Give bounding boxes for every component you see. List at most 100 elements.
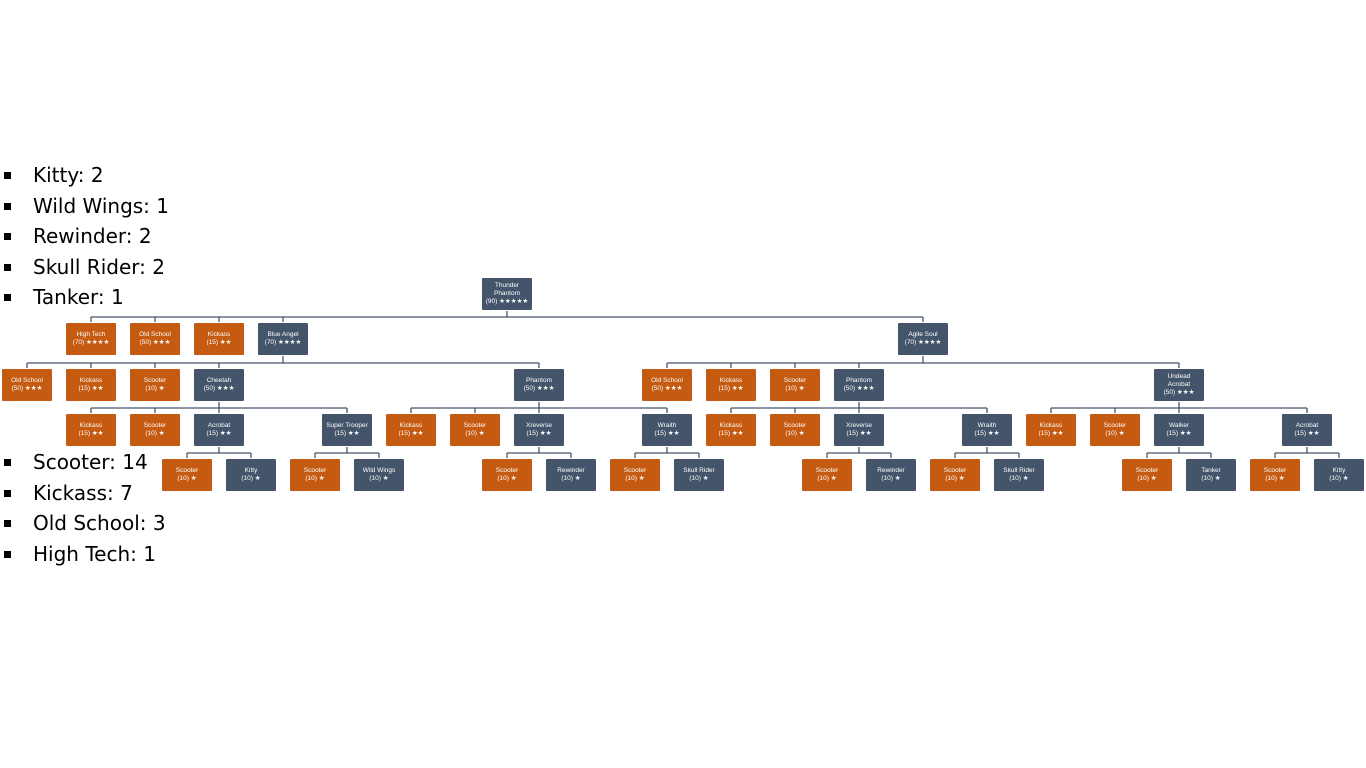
node-score-stars: (15) ★★	[206, 339, 232, 346]
node-name: Scooter	[495, 467, 519, 474]
node-name: Scooter	[463, 422, 487, 429]
node-name: Undead Acrobat	[1167, 373, 1191, 388]
node-score-stars: (50) ★★★	[139, 339, 171, 346]
node-score-stars: (10) ★	[1329, 475, 1349, 482]
node-score-stars: (10) ★	[689, 475, 709, 482]
node-score-stars: (15) ★★	[1166, 430, 1192, 437]
tree-node: Acrobat(15) ★★	[1281, 413, 1333, 447]
node-score-stars: (10) ★	[817, 475, 837, 482]
list-item: Tanker: 1	[0, 282, 169, 313]
node-name: Blue Angel	[267, 331, 299, 338]
node-score-stars: (90) ★★★★★	[485, 298, 529, 305]
list-item-label: Kickass: 7	[33, 480, 133, 505]
node-score-stars: (10) ★	[785, 430, 805, 437]
node-score-stars: (10) ★	[1265, 475, 1285, 482]
tree-node: Scooter(10) ★	[1121, 458, 1173, 492]
node-name: Kitty	[244, 467, 258, 474]
node-name: Acrobat	[207, 422, 231, 429]
bullet-icon	[4, 520, 11, 528]
node-score-stars: (10) ★	[625, 475, 645, 482]
node-score-stars: (15) ★★	[78, 430, 104, 437]
node-score-stars: (70) ★★★★	[264, 339, 302, 346]
node-score-stars: (10) ★	[945, 475, 965, 482]
list-item-label: Tanker: 1	[33, 285, 124, 310]
node-name: Kickass	[719, 377, 743, 384]
node-score-stars: (15) ★★	[974, 430, 1000, 437]
tree-node: Kickass(15) ★★	[193, 322, 245, 356]
node-name: Acrobat	[1295, 422, 1319, 429]
node-name: Skull Rider	[683, 467, 715, 474]
node-score-stars: (70) ★★★★	[72, 339, 110, 346]
node-score-stars: (15) ★★	[78, 385, 104, 392]
tree-node: Xreverse(15) ★★	[513, 413, 565, 447]
node-score-stars: (10) ★	[1105, 430, 1125, 437]
bullet-icon	[4, 202, 11, 210]
node-score-stars: (50) ★★★	[203, 385, 235, 392]
list-item-label: Rewinder: 2	[33, 224, 152, 249]
list-item: Rewinder: 2	[0, 221, 169, 252]
node-score-stars: (10) ★	[465, 430, 485, 437]
tree-node: Scooter(10) ★	[481, 458, 533, 492]
node-score-stars: (15) ★★	[846, 430, 872, 437]
tree-node: Scooter(10) ★	[609, 458, 661, 492]
node-score-stars: (15) ★★	[206, 430, 232, 437]
tree-node: Scooter(10) ★	[161, 458, 213, 492]
list-item-label: Wild Wings: 1	[33, 193, 170, 218]
tree-node: Wraith(15) ★★	[961, 413, 1013, 447]
node-name: Kickass	[1039, 422, 1063, 429]
node-name: Scooter	[783, 377, 807, 384]
node-name: Agile Soul	[908, 331, 938, 338]
node-name: Kickass	[207, 331, 231, 338]
node-name: Super Trooper	[326, 422, 368, 429]
tree-node: Phantom(50) ★★★	[513, 368, 565, 402]
node-name: Scooter	[943, 467, 967, 474]
bullet-icon	[4, 550, 11, 558]
node-score-stars: (15) ★★	[526, 430, 552, 437]
list-item: Scooter: 14	[0, 447, 166, 478]
bullet-icon	[4, 233, 11, 241]
node-name: Kitty	[1332, 467, 1346, 474]
tree-node: Skull Rider(10) ★	[673, 458, 725, 492]
node-name: Xreverse	[845, 422, 872, 429]
node-name: Kickass	[79, 422, 103, 429]
tree-node: Scooter(10) ★	[1249, 458, 1301, 492]
tree-node: Xreverse(15) ★★	[833, 413, 885, 447]
node-name: Phantom	[525, 377, 553, 384]
tree-node: Rewinder(10) ★	[545, 458, 597, 492]
node-score-stars: (15) ★★	[334, 430, 360, 437]
node-name: Scooter	[623, 467, 647, 474]
node-score-stars: (70) ★★★★	[904, 339, 942, 346]
node-score-stars: (15) ★★	[718, 430, 744, 437]
tree-node: Acrobat(15) ★★	[193, 413, 245, 447]
tree-node: Kickass(15) ★★	[385, 413, 437, 447]
node-score-stars: (10) ★	[241, 475, 261, 482]
tree-node: Blue Angel(70) ★★★★	[257, 322, 309, 356]
tree-node: Super Trooper(15) ★★	[321, 413, 373, 447]
node-name: Rewinder	[877, 467, 905, 474]
bullet-icon	[4, 489, 11, 497]
tree-node: Kickass(15) ★★	[1025, 413, 1077, 447]
tree-node: Kickass(15) ★★	[65, 413, 117, 447]
node-name: Kickass	[399, 422, 423, 429]
bullet-icon	[4, 459, 11, 466]
node-name: Scooter	[1135, 467, 1159, 474]
node-score-stars: (50) ★★★	[1163, 389, 1195, 396]
tree-node: Tanker(10) ★	[1185, 458, 1237, 492]
node-name: Tanker	[1201, 467, 1221, 474]
tree-node: Walker(15) ★★	[1153, 413, 1205, 447]
tree-node: Scooter(10) ★	[769, 413, 821, 447]
tree-node: Scooter(10) ★	[1089, 413, 1141, 447]
node-name: Walker	[1169, 422, 1189, 429]
tree-node: Wild Wings(10) ★	[353, 458, 405, 492]
tree-node: Old School(50) ★★★	[641, 368, 693, 402]
node-score-stars: (10) ★	[1201, 475, 1221, 482]
counts-list-bottom: Scooter: 14 Kickass: 7 Old School: 3 Hig…	[0, 447, 166, 569]
node-score-stars: (10) ★	[145, 430, 165, 437]
list-item-label: Kitty: 2	[33, 163, 104, 187]
tree-node: Scooter(10) ★	[289, 458, 341, 492]
node-name: Rewinder	[557, 467, 585, 474]
node-score-stars: (15) ★★	[654, 430, 680, 437]
node-score-stars: (10) ★	[561, 475, 581, 482]
